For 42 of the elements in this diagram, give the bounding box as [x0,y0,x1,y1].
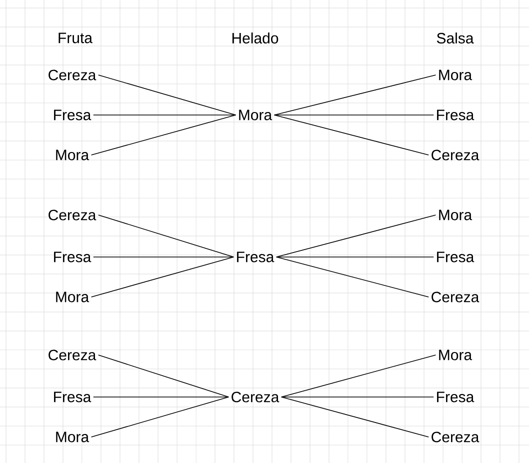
line [98,74,236,116]
line [274,114,434,116]
word: Cereza [232,392,280,402]
column-heading: Helado [232,32,278,44]
line [276,256,434,258]
word: Cereza [432,432,480,442]
line [90,256,234,298]
line [98,354,230,398]
line [280,354,436,398]
line [98,214,234,258]
word: Fresa [54,392,92,402]
column-heading: Fruta [58,32,92,44]
line [274,114,430,156]
word: Fresa [237,252,274,262]
word: Cereza [48,70,96,80]
word: Cereza [48,350,96,360]
word: Cereza [432,292,480,302]
line [274,74,436,116]
word: Mora [56,292,90,302]
word: Mora [439,210,472,220]
word: Mora [56,432,90,442]
word: Fresa [437,392,474,402]
word: Fresa [54,110,92,120]
word: Fresa [437,110,474,120]
word: Fresa [54,252,92,262]
line [92,256,234,258]
word: Fresa [437,252,474,262]
line [92,114,236,116]
line [280,396,434,398]
word: Mora [439,350,472,360]
line [276,214,436,258]
word: Mora [56,150,90,160]
column-heading: Salsa [436,32,474,44]
word: Cereza [432,150,480,160]
line [280,396,430,438]
word: Mora [439,70,472,80]
word: Mora [239,110,272,120]
line [276,256,430,298]
line [92,396,230,398]
line [90,114,236,156]
line [90,396,230,438]
word: Cereza [48,210,96,220]
